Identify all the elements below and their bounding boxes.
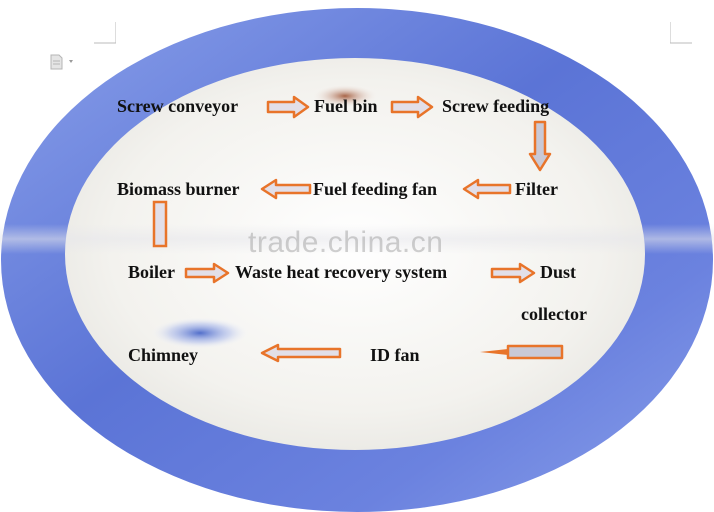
node-boiler: Boiler [128,262,175,282]
watermark-text: trade.china.cn [248,226,444,259]
node-dust: Dust [540,262,577,282]
ring-background [1,8,713,512]
arrow-down-icon [528,120,552,172]
node-id-fan: ID fan [370,345,420,365]
arrow-left-icon [480,344,564,360]
node-screw-conveyor: Screw conveyor [117,96,239,116]
blur-stripe [0,224,714,254]
arrow-right-icon [490,262,536,284]
node-chimney: Chimney [128,345,199,365]
arrow-right-icon [184,262,230,284]
arrow-right-icon [390,95,434,119]
crop-mark-top-left [94,22,116,44]
node-screw-feeding: Screw feeding [442,96,550,116]
node-filter: Filter [515,179,558,199]
arrow-left-icon [260,178,312,200]
node-biomass-burner: Biomass burner [117,179,240,199]
document-icon [50,54,73,70]
node-waste-heat-recovery: Waste heat recovery system [235,262,448,282]
node-collector: collector [521,304,587,324]
node-fuel-feeding-fan: Fuel feeding fan [313,179,437,199]
node-fuel-bin: Fuel bin [314,96,378,116]
arrow-left-icon [260,343,342,363]
arrow-left-icon [462,178,512,200]
arrow-right-icon [266,95,310,119]
crop-mark-top-right [670,22,692,44]
connector-bar [152,200,168,248]
